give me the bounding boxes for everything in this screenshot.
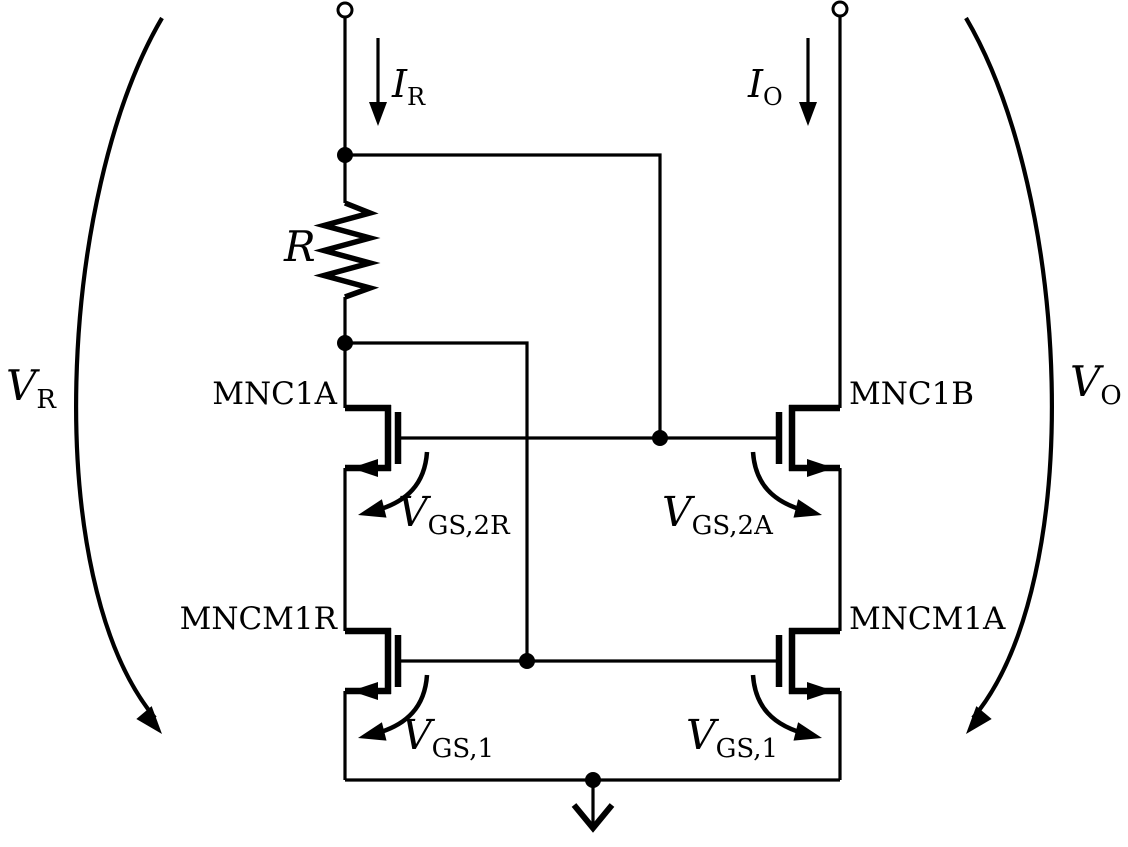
node-dot bbox=[519, 653, 535, 669]
vgs2a-label: VGS,2A bbox=[662, 488, 774, 541]
mncm1r-label: MNCM1R bbox=[180, 601, 339, 637]
resistor-label: R bbox=[283, 222, 316, 271]
vgs-annotation-mnc1b: VGS,2A bbox=[662, 451, 822, 541]
vgs2r-label: VGS,2R bbox=[398, 488, 511, 541]
vgs1-left-label: VGS,1 bbox=[402, 711, 494, 764]
io-label: IO bbox=[747, 62, 783, 111]
transistor-mnc1a: MNC1A bbox=[212, 376, 402, 477]
vgs2a-arrowhead-icon bbox=[793, 499, 822, 518]
node-dot bbox=[337, 147, 353, 163]
vr-arc bbox=[74, 16, 164, 720]
io-arrowhead-icon bbox=[799, 102, 817, 126]
wire-mid-link-to-mirror-gates bbox=[345, 341, 529, 661]
transistor-mncm1r: MNCM1R bbox=[180, 601, 402, 700]
vo-arc bbox=[964, 16, 1054, 720]
mnc1b-label: MNC1B bbox=[849, 376, 974, 412]
output-terminal bbox=[831, 0, 849, 18]
mnc1a-source-arrow bbox=[351, 459, 378, 477]
resistor: R bbox=[283, 200, 381, 300]
vgs2r-arrowhead-icon bbox=[358, 499, 387, 518]
node-dot bbox=[337, 335, 353, 351]
ir-label: IR bbox=[391, 62, 426, 111]
transistor-mnc1b: MNC1B bbox=[775, 376, 974, 477]
port-voltage-vr: VR bbox=[6, 16, 164, 734]
vo-arrowhead-icon bbox=[966, 706, 992, 734]
node-dot bbox=[652, 430, 668, 446]
transistor-mncm1a: MNCM1A bbox=[775, 601, 1006, 700]
ground-chevron bbox=[571, 803, 615, 833]
vgs-annotation-mnc1a: VGS,2R bbox=[358, 451, 511, 541]
mnc1a-label: MNC1A bbox=[212, 376, 337, 412]
vo-label: VO bbox=[1070, 357, 1122, 411]
current-arrow-io: IO bbox=[747, 38, 817, 126]
mnc1b-source-arrow bbox=[807, 459, 834, 477]
ir-arrowhead-icon bbox=[369, 102, 387, 126]
resistor-zigzag bbox=[313, 200, 381, 300]
vgs-annotation-mncm1a: VGS,1 bbox=[686, 674, 822, 764]
current-arrow-ir: IR bbox=[369, 38, 426, 126]
mncm1a-label: MNCM1A bbox=[849, 601, 1006, 637]
vgs1-right-label: VGS,1 bbox=[686, 711, 778, 764]
reference-input-terminal bbox=[336, 1, 354, 19]
port-voltage-vo: VO bbox=[964, 16, 1122, 734]
vr-arrowhead-icon bbox=[136, 706, 162, 734]
wire-top-link-to-cascode-gates bbox=[345, 153, 662, 438]
vgs-annotation-mncm1r: VGS,1 bbox=[358, 674, 494, 764]
mncm1r-source-arrow bbox=[351, 682, 378, 700]
mncm1a-source-arrow bbox=[807, 682, 834, 700]
vgs1-left-arrowhead-icon bbox=[358, 722, 387, 741]
node-dot bbox=[585, 772, 601, 788]
vr-label: VR bbox=[6, 361, 57, 415]
vgs1-right-arrowhead-icon bbox=[793, 722, 822, 741]
